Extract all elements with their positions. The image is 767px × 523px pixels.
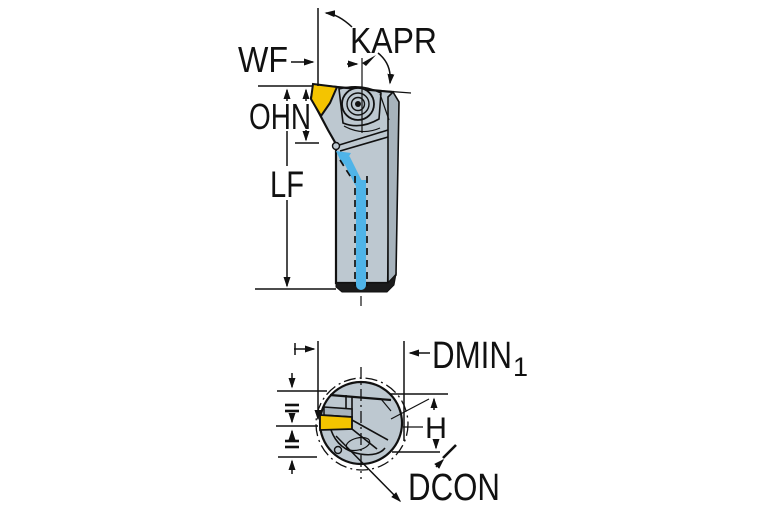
insert-end-view [319,414,353,431]
insert-side-view [309,82,339,118]
h-oblique-tick [442,444,457,459]
dcon-leader [335,435,402,503]
tool-body-side-face [387,90,400,285]
side-view: WF KAPR OHN LF [238,8,437,306]
head-edge-line [379,93,390,121]
coolant-stripe [356,180,366,285]
equal-marks-lower [285,439,299,449]
coolant-arrow [336,151,351,166]
clamp-screw [341,87,375,121]
tip-offset-dimension [294,341,322,421]
kapr-flag-tick [362,55,376,66]
kapr-arc-lower [377,52,395,85]
coolant-channel [336,151,368,290]
h-dimension: H [389,393,457,469]
head-joint-line-1 [335,129,389,147]
wf-dimension: WF [238,8,319,86]
dmin-dimension: DMIN 1 [403,335,528,441]
dmin-circle [315,377,409,471]
wf-label: WF [238,39,288,80]
kapr-label: KAPR [350,20,437,61]
h-outside-arrow [434,458,445,469]
coolant-dashed-diag [339,159,353,180]
ohn-label: OHN [249,96,311,137]
tangent-diagonal [390,398,430,420]
lf-label: LF [270,164,304,205]
dmin-label: DMIN [432,335,512,377]
coolant-shaft [342,156,363,186]
kapr-arc-upper [324,10,353,28]
equal-marks-upper [285,403,299,413]
coolant-outlet [356,280,366,290]
h-label: H [425,412,447,445]
lf-dimension: LF [255,88,336,290]
centering-dimension [276,373,327,474]
head-pin [331,141,341,151]
dcon-label: DCON [408,467,500,509]
head-joint-line-2 [339,136,389,152]
end-view: DMIN 1 H DCON [276,335,528,509]
dcon-dimension: DCON [335,435,500,509]
end-view-pin [333,445,343,455]
ohn-dimension: OHN [249,85,319,144]
kapr-dimension: KAPR [324,10,437,85]
dmin-subscript: 1 [513,352,528,382]
clamp-outline [338,85,382,127]
